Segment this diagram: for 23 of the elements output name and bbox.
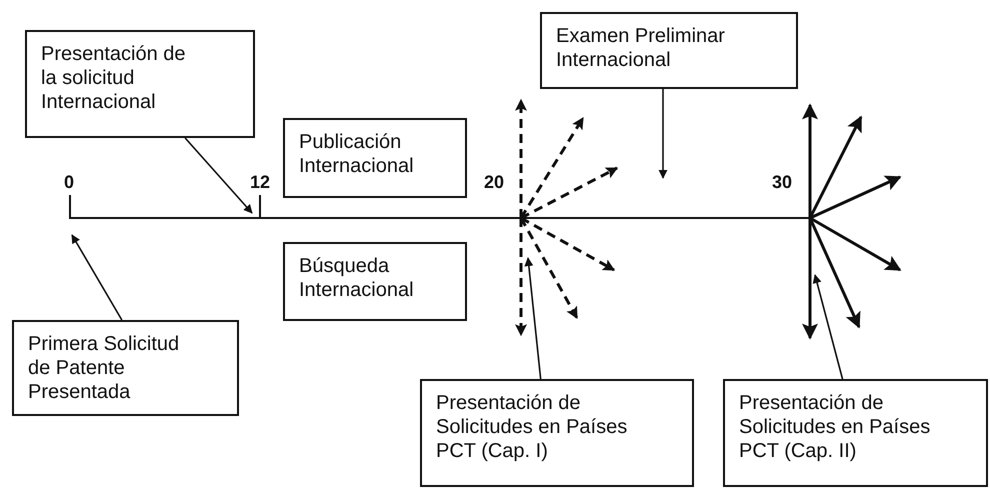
- callout-box: [420, 379, 694, 487]
- callout-box: [283, 242, 467, 321]
- month-number: 30: [772, 172, 792, 193]
- leader-arrow: [812, 274, 844, 380]
- callout-text: Búsqueda Internacional: [299, 254, 415, 302]
- callout-box: [25, 30, 255, 138]
- callout-text: Publicación Internacional: [299, 130, 415, 178]
- callout-text: Presentación de la solicitud Internacional: [41, 42, 187, 114]
- callout-box: [540, 12, 798, 89]
- callout-text: Presentación de Solicitudes en Países PCT (Cap. I): [436, 391, 628, 463]
- month-number: 0: [64, 172, 74, 193]
- leader-arrow: [524, 257, 542, 380]
- leader-arrow: [658, 89, 668, 179]
- callout-text: Presentación de Solicitudes en Países PCT (Cap. II): [739, 391, 932, 463]
- month-number: 12: [250, 172, 270, 193]
- month-number: 20: [484, 172, 504, 193]
- callout-box: [12, 320, 239, 416]
- callout-box: [723, 379, 988, 487]
- leader-arrow: [71, 234, 123, 320]
- callout-text: Examen Preliminar Internacional: [556, 24, 726, 72]
- leader-arrow: [184, 137, 253, 214]
- callout-text: Primera Solicitud de Patente Presentada: [28, 332, 180, 404]
- callout-box: [283, 118, 467, 198]
